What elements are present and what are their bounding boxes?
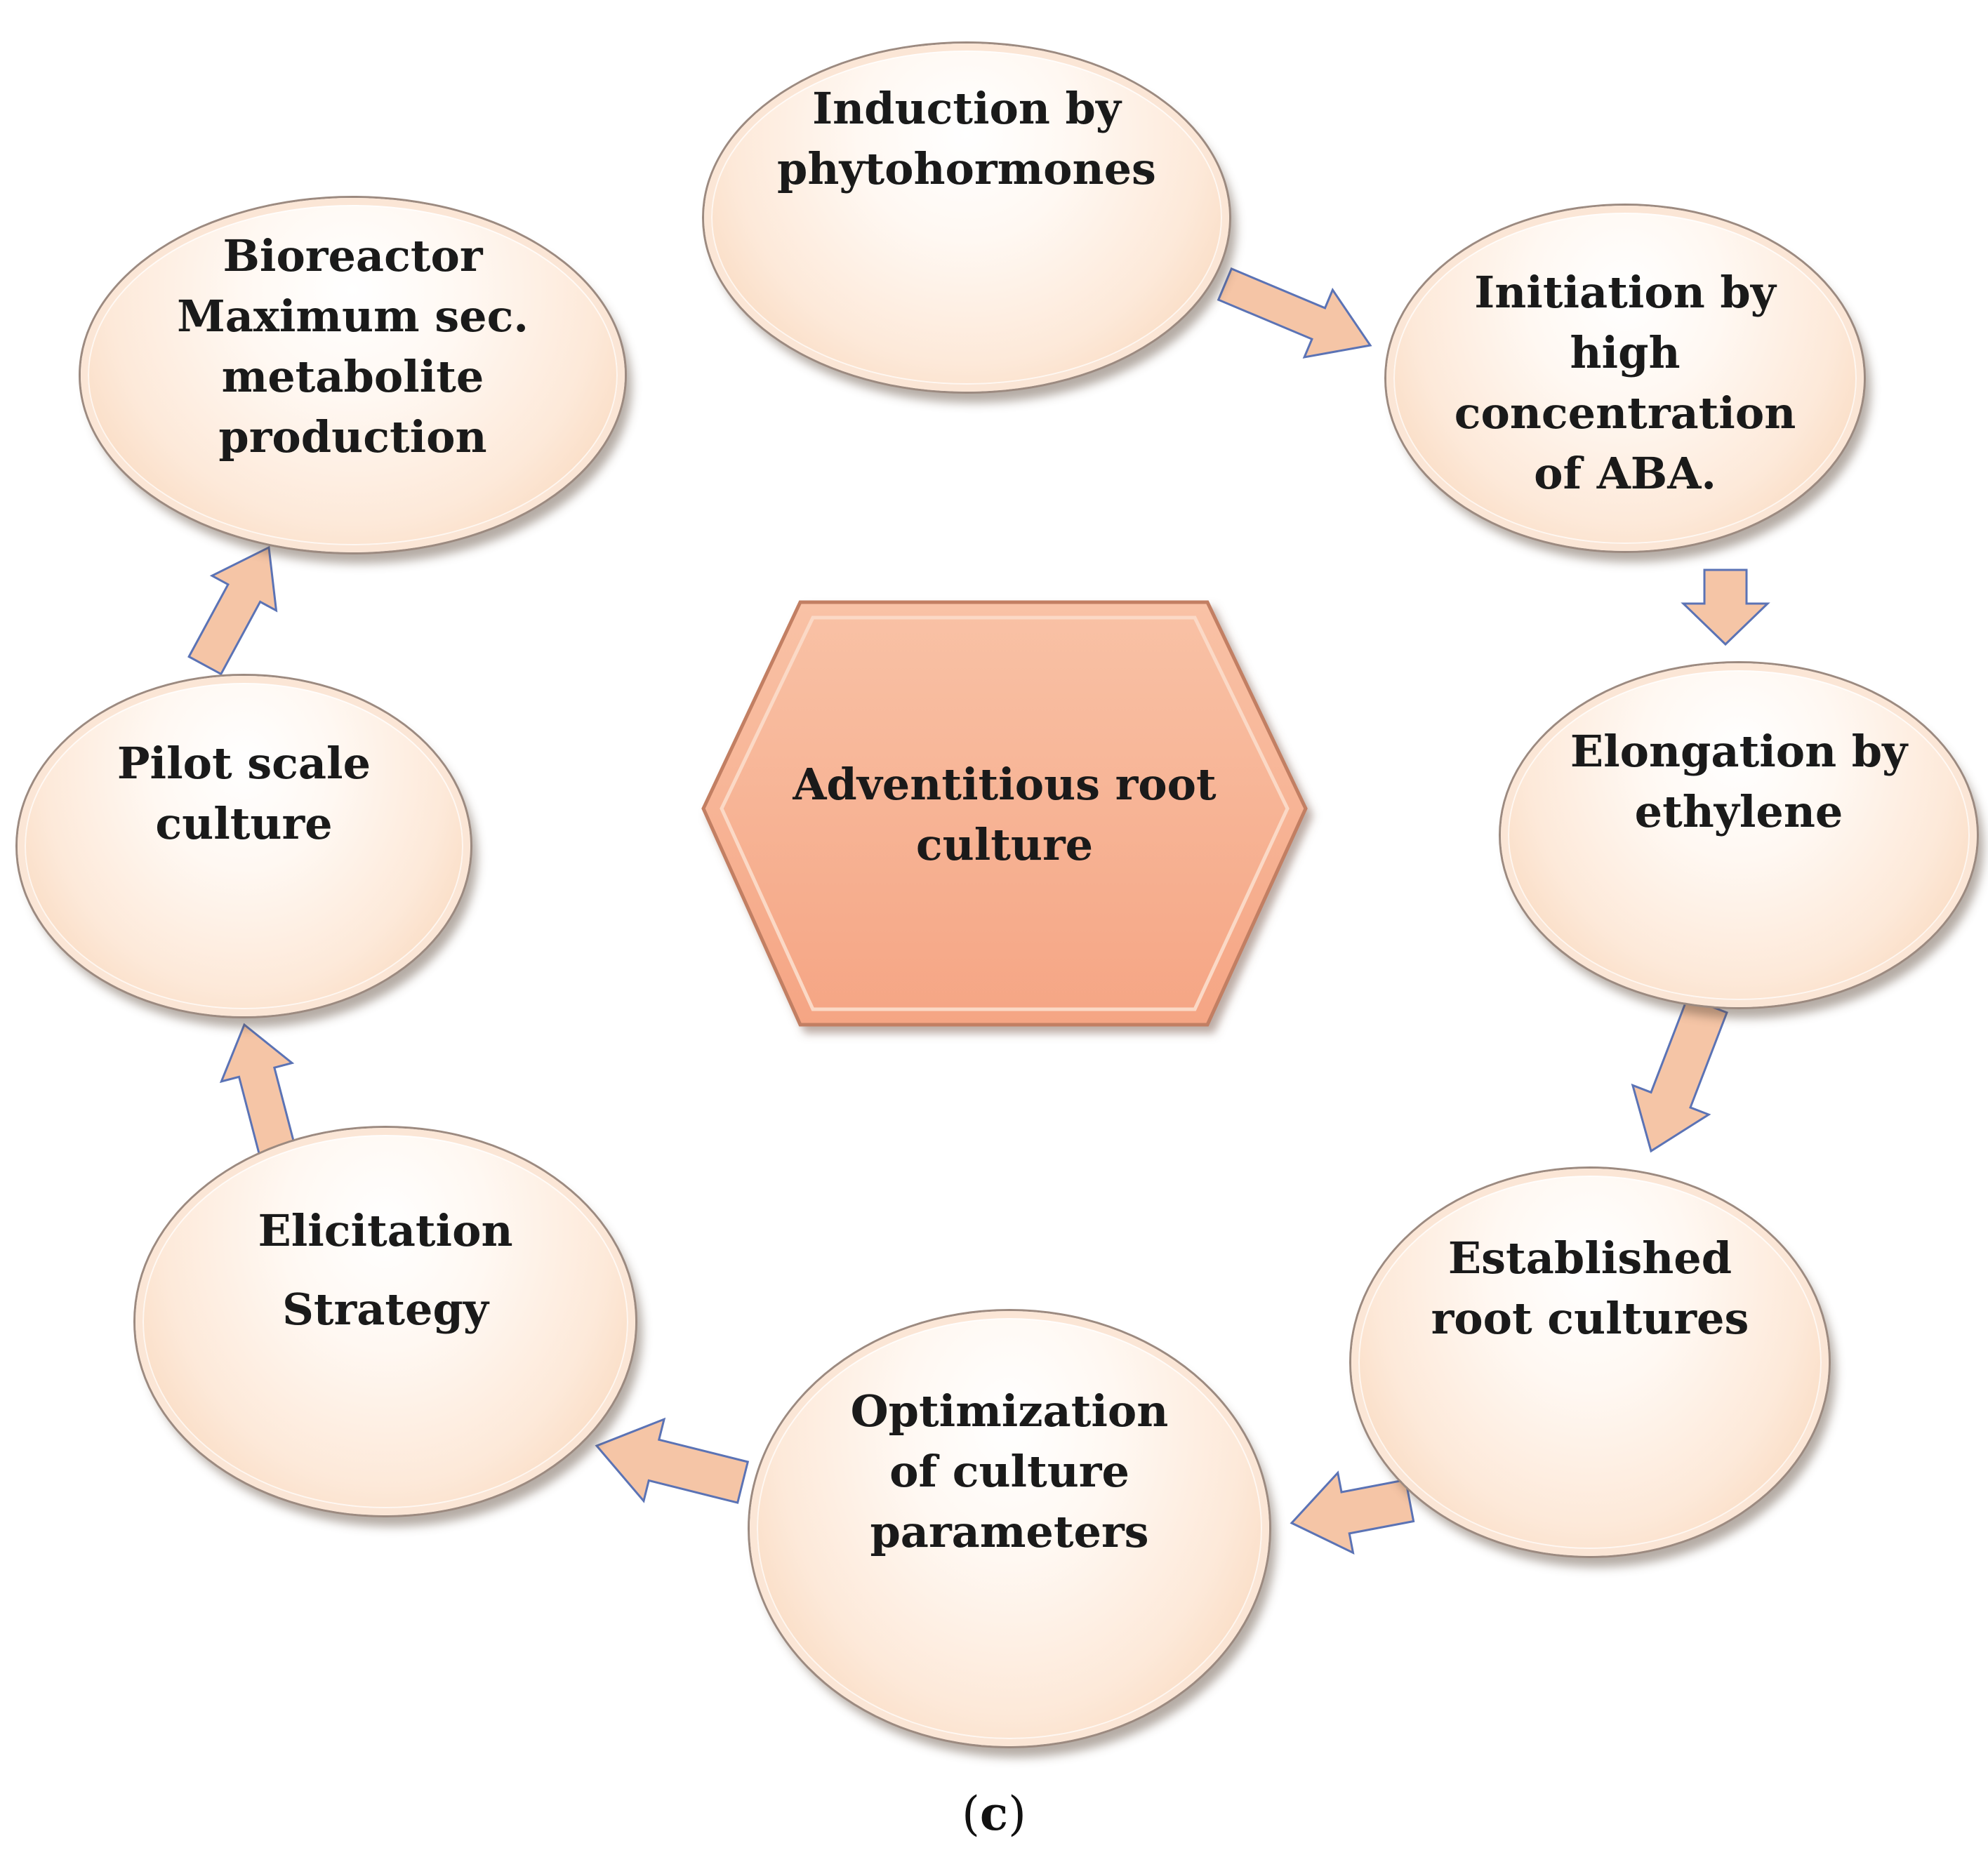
node-pilot (18, 676, 470, 1016)
arrow-induction-to-initiation (1217, 267, 1372, 359)
label-induction: Induction by phytohormones (777, 83, 1156, 194)
node-bioreactor (81, 198, 625, 552)
label-elongation: Elongation by ethylene (1570, 726, 1908, 837)
arrow-elongation-to-established (1631, 996, 1728, 1153)
node-established (1351, 1169, 1829, 1556)
arrow-elicitation-to-pilot (219, 1023, 296, 1157)
center-hexagon (701, 600, 1308, 1027)
arrow-group (187, 267, 1770, 1555)
center-label: Adventitious root culture (793, 759, 1217, 870)
label-established: Established root cultures (1431, 1232, 1749, 1344)
node-optimization (750, 1311, 1269, 1746)
node-elongation (1501, 663, 1977, 1007)
label-elicitation: Elicitation Strategy (258, 1205, 513, 1335)
label-pilot: Pilot scale culture (117, 738, 371, 849)
label-optimization: Optimization of culture parameters (850, 1385, 1169, 1557)
label-initiation: Initiation by high concentration of ABA. (1454, 267, 1796, 499)
arrow-pilot-to-bioreactor (187, 545, 278, 676)
arrow-initiation-to-elongation (1681, 568, 1770, 646)
node-induction (704, 44, 1229, 392)
label-bioreactor: Bioreactor Maximum sec. metabolite produ… (177, 230, 529, 463)
arrow-established-to-optimization (1290, 1470, 1415, 1555)
node-elicitation (135, 1128, 635, 1515)
figure-caption: (c) (962, 1786, 1026, 1841)
arrow-optimization-to-elicitation (595, 1417, 750, 1504)
node-initiation (1386, 206, 1864, 551)
